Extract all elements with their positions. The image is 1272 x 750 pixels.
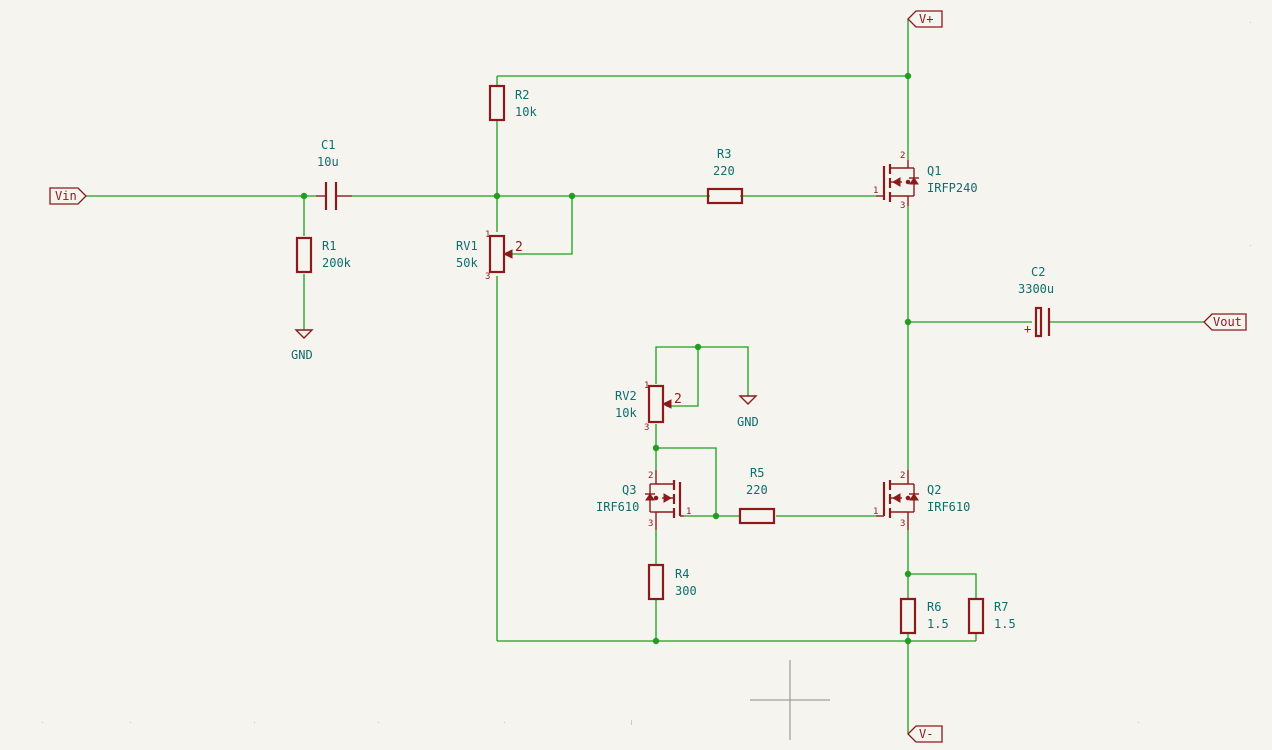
- r7-value: 1.5: [994, 617, 1016, 631]
- r7-ref: R7: [994, 600, 1008, 614]
- q2-ref: Q2: [927, 483, 941, 497]
- junction: [568, 192, 576, 200]
- r5-value: 220: [746, 483, 768, 497]
- port-vout-label: Vout: [1213, 315, 1242, 329]
- resistor-r5[interactable]: R5 220: [738, 466, 776, 525]
- ground-label: GND: [291, 348, 313, 362]
- rv2-pin3: 3: [644, 423, 649, 433]
- rv2-value: 10k: [615, 406, 637, 420]
- capacitor-c2[interactable]: + C2 3300u: [1018, 265, 1054, 338]
- r6-ref: R6: [927, 600, 941, 614]
- q3-pin2: 2: [648, 471, 653, 481]
- q2-pin1: 1: [873, 507, 878, 517]
- q2-pin2: 2: [900, 471, 905, 481]
- rv1-pin3: 3: [485, 272, 490, 282]
- q2-pin3: 3: [900, 519, 905, 529]
- q3-value: IRF610: [596, 500, 639, 514]
- r3-value: 220: [713, 164, 735, 178]
- cursor-crosshair: [750, 660, 830, 740]
- wire-rv1-wiper: [506, 196, 573, 255]
- q1-pin1: 1: [873, 186, 878, 196]
- rv2-ref: RV2: [615, 389, 637, 403]
- c2-ref: C2: [1031, 265, 1045, 279]
- port-vplus[interactable]: V+: [907, 10, 943, 28]
- q1-pin2: 2: [900, 151, 905, 161]
- junction: [694, 343, 702, 351]
- c1-value: 10u: [317, 155, 339, 169]
- ground-symbol-1[interactable]: GND: [291, 329, 314, 362]
- r2-value: 10k: [515, 105, 537, 119]
- rv1-pin2: 2: [515, 240, 523, 255]
- q3-pin1: 1: [686, 507, 691, 517]
- junction: [904, 637, 912, 645]
- junctions: [300, 72, 912, 645]
- junction: [712, 512, 720, 520]
- junction: [904, 72, 912, 80]
- junction: [652, 637, 660, 645]
- wire-rv2-top: [655, 346, 749, 396]
- resistor-r3[interactable]: R3 220: [706, 147, 744, 205]
- junction: [300, 192, 308, 200]
- r2-ref: R2: [515, 88, 529, 102]
- r1-value: 200k: [322, 256, 352, 270]
- rv1-value: 50k: [456, 256, 478, 270]
- junction: [904, 570, 912, 578]
- port-vminus-label: V-: [919, 727, 933, 741]
- junction: [493, 192, 501, 200]
- wire-q3-drain-gate: [656, 447, 717, 516]
- r3-ref: R3: [717, 147, 731, 161]
- junction: [904, 318, 912, 326]
- mosfet-q1[interactable]: 2 1 3 Q1 IRFP240: [873, 151, 978, 211]
- q3-pin3: 3: [648, 519, 653, 529]
- r1-ref: R1: [322, 239, 336, 253]
- rv1-ref: RV1: [456, 239, 478, 253]
- potentiometer-rv1[interactable]: 1 2 3 RV1 50k: [456, 230, 523, 282]
- r4-ref: R4: [675, 567, 689, 581]
- ground-label: GND: [737, 415, 759, 429]
- port-vin[interactable]: Vin: [49, 187, 87, 205]
- port-vout[interactable]: Vout: [1203, 313, 1247, 331]
- mosfet-q2[interactable]: 2 1 3 Q2 IRF610: [873, 470, 970, 530]
- r5-ref: R5: [750, 466, 764, 480]
- rv1-pin1: 1: [485, 230, 490, 240]
- capacitor-c1[interactable]: C1 10u: [316, 138, 352, 210]
- resistor-r1[interactable]: R1 200k: [295, 236, 352, 274]
- c2-value: 3300u: [1018, 282, 1054, 296]
- q1-value: IRFP240: [927, 181, 978, 195]
- resistor-r7[interactable]: R7 1.5: [967, 597, 1016, 635]
- port-vplus-label: V+: [919, 12, 933, 26]
- grid-marks: [42, 22, 1251, 725]
- q2-value: IRF610: [927, 500, 970, 514]
- port-vin-label: Vin: [55, 189, 77, 203]
- wires: [86, 19, 1204, 734]
- q1-pin3: 3: [900, 201, 905, 211]
- q1-ref: Q1: [927, 164, 941, 178]
- wire-r7-top: [908, 573, 977, 598]
- r4-value: 300: [675, 584, 697, 598]
- q3-ref: Q3: [622, 483, 636, 497]
- rv2-pin1: 1: [644, 381, 649, 391]
- ground-symbol-2[interactable]: GND: [737, 395, 759, 429]
- resistor-r4[interactable]: R4 300: [647, 563, 697, 601]
- r6-value: 1.5: [927, 617, 949, 631]
- port-vminus[interactable]: V-: [907, 725, 943, 743]
- resistor-r6[interactable]: R6 1.5: [899, 597, 949, 635]
- wire-rv2-wiper: [666, 347, 699, 407]
- mosfet-q3[interactable]: 2 1 3 Q3 IRF610: [596, 470, 691, 530]
- c1-ref: C1: [321, 138, 335, 152]
- resistor-r2[interactable]: R2 10k: [488, 84, 537, 122]
- rv2-pin2: 2: [674, 392, 682, 407]
- junction: [652, 444, 660, 452]
- potentiometer-rv2[interactable]: 1 2 3 RV2 10k: [615, 381, 682, 433]
- c2-polarity: +: [1024, 322, 1031, 336]
